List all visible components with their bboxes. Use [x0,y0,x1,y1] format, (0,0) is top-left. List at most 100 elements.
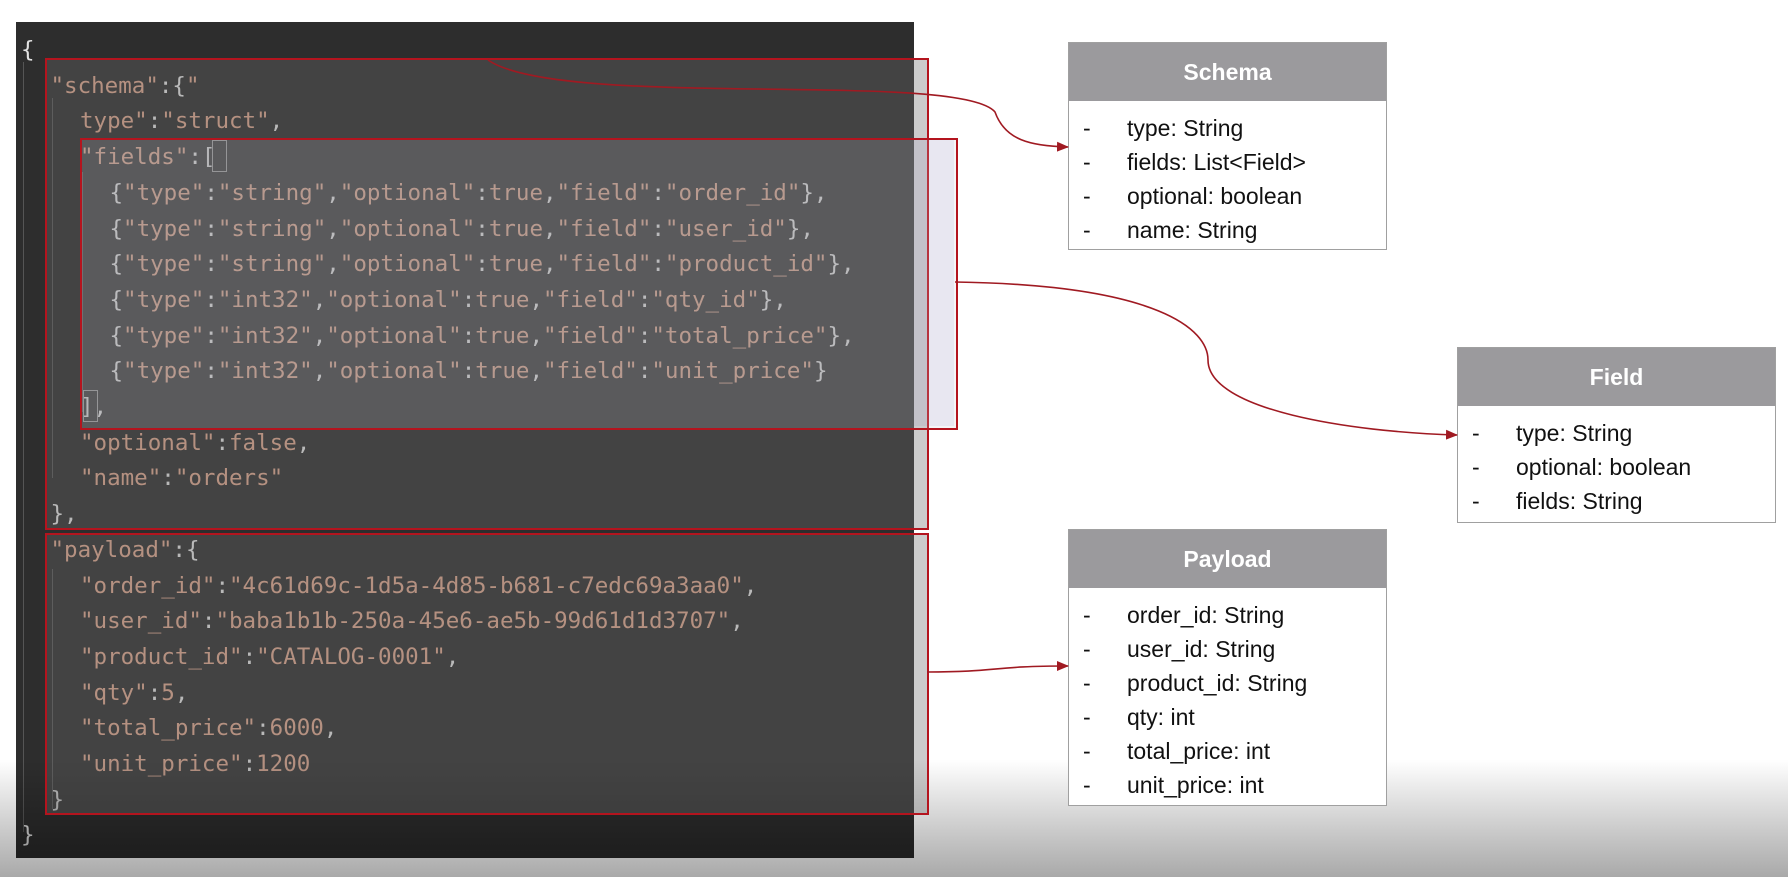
code-token: : [204,286,218,313]
class-field-item: -type: String [1069,111,1386,145]
code-token: "int32" [217,322,313,349]
class-field-text: optional: boolean [1516,454,1692,480]
code-token: { [109,251,124,278]
code-token: : [204,322,218,349]
class-field-text: type: String [1516,420,1633,446]
code-token: : [215,429,230,456]
code-line: "user_id":"baba1b1b-250a-45e6-ae5b-99d61… [80,603,744,639]
code-token: }, [50,501,78,528]
code-line: {"type":"string","optional":true,"field"… [110,175,828,211]
code-token: : [147,108,162,135]
code-token: 1200 [256,751,311,777]
class-field-text: type: String [1127,115,1244,141]
bullet-dash: - [1083,183,1091,209]
code-token: : [242,643,257,670]
code-token: , [743,572,758,599]
code-line: {"type":"string","optional":true,"field"… [110,246,855,282]
code-token: "field" [543,358,638,385]
code-token: { [109,286,124,313]
code-line: } [51,782,65,818]
code-line: }, [51,496,78,532]
code-token: "payload" [50,536,173,563]
code-line: } [21,817,35,853]
code-token: "field" [556,215,652,242]
code-token: , [269,108,284,135]
code-token: "order_id" [664,179,801,206]
bullet-dash: - [1083,738,1091,764]
code-token: : [461,322,476,349]
code-token: :{ [172,536,200,563]
class-field-text: order_id: String [1127,602,1285,628]
code-token: : [201,608,216,635]
field-class-box: Field -type: String-optional: boolean-fi… [1457,347,1776,523]
code-token: , [312,322,327,349]
code-token: "string" [217,251,327,278]
code-token: "optional" [326,286,462,313]
bullet-dash: - [1472,488,1480,514]
code-token: { [109,215,124,242]
code-token: : [188,144,202,171]
code-token: } [50,786,65,813]
indent-guide [52,98,53,478]
code-token: , [312,358,327,385]
code-token: }, [827,251,855,278]
payload-highlight [45,533,929,815]
code-token: "int32" [217,358,313,385]
code-token: : [475,179,489,206]
code-token: { [21,37,35,63]
indent-guide [82,172,83,412]
code-token: : [242,751,257,777]
class-field-item: -fields: List<Field> [1069,145,1386,179]
code-token: , [529,322,543,349]
code-token: "unit_price" [80,751,243,777]
code-token: "type" [123,286,205,313]
code-token: : [204,358,218,385]
code-token: "type" [123,322,205,349]
code-token: , [543,215,557,242]
code-token: "order_id" [80,572,216,599]
class-field-item: -type: String [1458,416,1775,450]
bullet-dash: - [1083,704,1091,730]
code-token: }, [827,322,855,349]
class-field-text: unit_price: int [1127,772,1264,798]
code-token: "optional" [326,322,462,349]
code-token: "optional" [80,429,216,456]
code-token: true [488,215,543,242]
code-token: , [326,215,340,242]
bracket-match-close [83,390,98,422]
code-token: : [147,679,162,706]
code-token: 6000 [269,715,324,742]
code-token: { [109,179,124,206]
code-line: "product_id":"CATALOG-0001", [80,639,459,675]
code-line: {"type":"int32","optional":true,"field":… [110,282,787,318]
code-token: , [93,394,108,420]
code-token: : [204,251,218,278]
code-editor[interactable]: {"schema":{"type":"struct","fields":[{"t… [16,22,914,858]
code-token: } [813,358,828,385]
bullet-dash: - [1472,454,1480,480]
payload-class-fields: -order_id: String-user_id: String-produc… [1069,588,1386,808]
class-field-item: -unit_price: int [1069,768,1386,802]
code-token: "fields" [80,144,189,171]
code-token: "orders" [174,465,284,492]
code-line: "order_id":"4c61d69c-1d5a-4d85-b681-c7ed… [80,568,757,604]
code-token: "type" [123,358,205,385]
code-token: "schema" [50,72,159,99]
code-token: : [461,286,476,313]
code-line: {"type":"int32","optional":true,"field":… [110,353,828,389]
payload-class-title: Payload [1069,530,1386,588]
payload-connector-arrow [926,661,1069,673]
class-field-text: fields: String [1516,488,1643,514]
schema-connector-arrow [487,59,1069,152]
code-token: :{ [158,72,186,99]
code-token: , [296,429,311,456]
code-token: , [543,251,557,278]
code-token: "optional" [339,179,476,206]
code-token: , [174,679,189,706]
code-token: "field" [556,251,652,278]
code-line: "name":"orders" [80,460,283,496]
class-field-item: -user_id: String [1069,632,1386,666]
code-line: "unit_price":1200 [80,746,310,782]
code-token: , [730,608,744,635]
indent-guide [52,569,53,809]
